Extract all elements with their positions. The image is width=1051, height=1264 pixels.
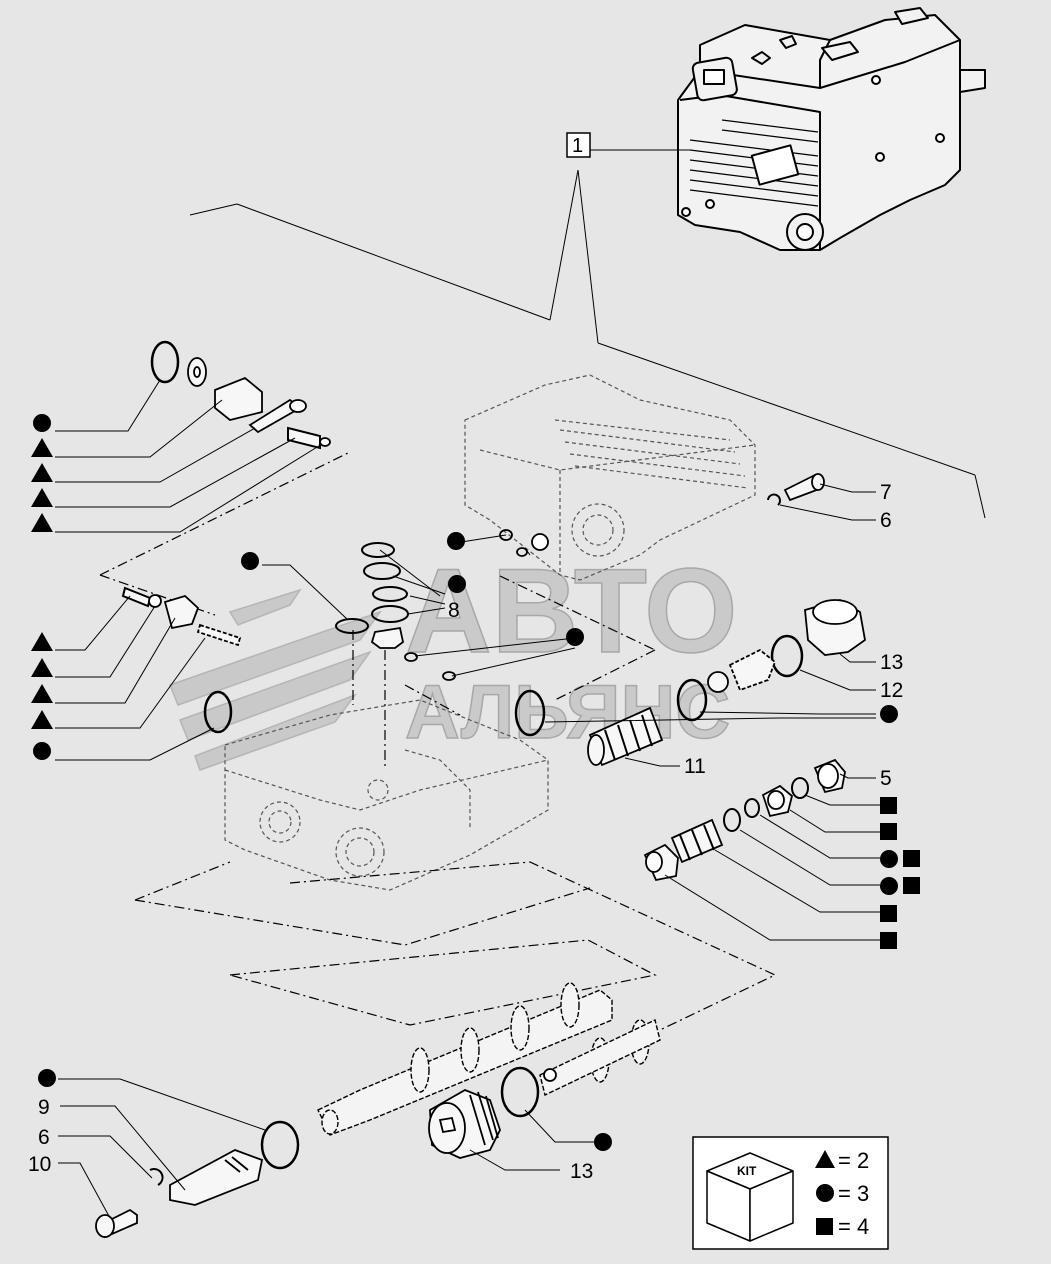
callout-13: 13 (570, 1160, 593, 1183)
triangle-symbol (31, 488, 53, 507)
triangle-symbol (31, 684, 53, 703)
circle-symbol (447, 532, 465, 550)
seal-5 (335, 618, 369, 634)
ghost-housing-upper (464, 374, 756, 581)
o-ring-left-middle (203, 690, 233, 734)
circle-symbol (880, 850, 898, 868)
circle-symbol (880, 877, 898, 895)
callout-13: 13 (880, 651, 903, 674)
o-ring-5b (744, 798, 760, 818)
reference-box-label: 1 (572, 135, 583, 157)
o-ring-5c (723, 808, 741, 832)
circle-symbol (566, 628, 584, 646)
circle-symbol (816, 1184, 834, 1202)
poppet (370, 626, 405, 649)
callout-11: 11 (684, 755, 706, 778)
pin-left-middle (196, 623, 242, 647)
o-ring-bottom-center (500, 1066, 540, 1118)
callout-12: 12 (880, 679, 903, 702)
cap-top-left (214, 376, 263, 421)
spring-11 (587, 706, 664, 767)
triangle-symbol (815, 1150, 835, 1168)
watermark-logo (169, 588, 382, 771)
triangle-symbol (31, 710, 53, 729)
callout-6: 6 (880, 509, 892, 532)
o-ring-12 (770, 634, 804, 678)
triangle-symbol (31, 513, 53, 532)
callout-6: 6 (38, 1126, 50, 1149)
square-symbol (880, 932, 897, 949)
square-symbol (903, 850, 920, 867)
triangle-symbol (31, 463, 53, 482)
square-symbol (880, 905, 897, 922)
spring-top-left (287, 426, 321, 450)
valve-assembly (677, 7, 986, 251)
triangle-symbol (31, 438, 53, 457)
plug-left-middle (163, 594, 200, 630)
ghost-housing-lower (224, 699, 549, 891)
watermark-line2: АЛЬЯНС (405, 670, 730, 755)
dashed-frames (99, 451, 777, 1031)
circle-symbol (33, 414, 51, 432)
seal-2 (363, 562, 401, 580)
circle-symbol (448, 575, 466, 593)
legend-symbols (31, 414, 920, 1151)
square-symbol (816, 1218, 833, 1235)
kit-label: KIT (737, 1164, 757, 1178)
seal-3 (372, 586, 408, 602)
callout-7: 7 (880, 481, 892, 504)
sleeve (728, 648, 777, 692)
square-symbol (903, 877, 920, 894)
square-symbol (880, 797, 897, 814)
part-numbers: 7 6 8 13 12 11 5 9 6 10 13 (28, 481, 903, 1183)
parts (95, 340, 866, 1239)
kit-row-square: = 4 (838, 1214, 869, 1239)
small-oring-1 (404, 652, 418, 662)
circle-symbol (880, 705, 898, 723)
o-ring-top-left (150, 340, 180, 384)
triangle-symbol (31, 632, 53, 651)
square-symbol (880, 823, 897, 840)
o-ring-bottom-left (260, 1120, 300, 1170)
circle-symbol (33, 742, 51, 760)
reference-box: 1 (189, 132, 986, 519)
kit-row-circle: = 3 (838, 1181, 869, 1206)
circle-symbol (38, 1069, 56, 1087)
callout-10: 10 (28, 1153, 51, 1176)
o-ring-5a (791, 777, 809, 799)
circle-symbol (241, 552, 259, 570)
callout-8: 8 (448, 599, 460, 622)
kit-legend: KIT = 2 = 3 = 4 (692, 1136, 889, 1250)
washer-6-bottom (149, 1168, 164, 1186)
o-ring-right (676, 678, 708, 722)
end-cap-9 (169, 1149, 264, 1206)
watermark-line1: АВТО (405, 544, 737, 678)
circle-symbol (594, 1133, 612, 1151)
callout-9: 9 (38, 1096, 50, 1119)
kit-row-triangle: = 2 (838, 1148, 869, 1173)
small-oring-2 (442, 671, 456, 681)
washer-6 (767, 493, 781, 506)
triangle-symbol (31, 658, 53, 677)
kit-cube-icon (706, 1152, 794, 1242)
leader-lines (55, 379, 880, 1219)
spring-left-middle (121, 586, 152, 608)
seal-1 (361, 542, 395, 558)
spool (317, 982, 661, 1136)
o-ring-center (514, 689, 546, 737)
callout-5: 5 (880, 767, 892, 790)
watermark: АВТО АЛЬЯНС (169, 543, 738, 771)
